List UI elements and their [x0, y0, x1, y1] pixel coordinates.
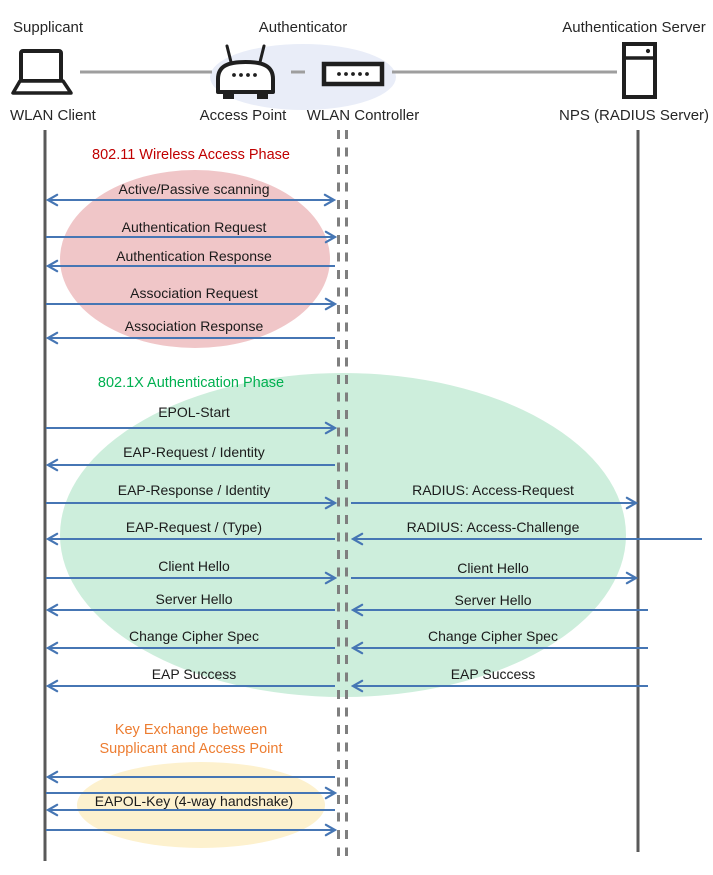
label-radius-access-request: RADIUS: Access-Request [412, 482, 574, 498]
device-wlan-client: WLAN Client [10, 107, 96, 124]
label-client-hello-right: Client Hello [457, 560, 529, 576]
label-server-hello-right: Server Hello [454, 592, 532, 608]
phase1-title: 802.11 Wireless Access Phase [92, 147, 290, 163]
phase2-title: 802.1X Authentication Phase [97, 375, 285, 391]
label-authentication-request: Authentication Request [121, 219, 267, 235]
label-association-response: Association Response [124, 318, 264, 334]
label-server-hello-left: Server Hello [155, 591, 233, 607]
device-access-point: Access Point [199, 107, 287, 124]
device-nps-radius-server: NPS (RADIUS Server) [559, 107, 710, 124]
label-eap-request-type: EAP-Request / (Type) [125, 519, 263, 535]
phase2-ellipse [60, 373, 626, 697]
label-eap-success-right: EAP Success [450, 666, 536, 682]
label-active-passive-scanning: Active/Passive scanning [118, 181, 270, 197]
label-association-request: Association Request [130, 285, 258, 301]
label-client-hello-left: Client Hello [158, 558, 230, 574]
label-change-cipher-spec-left: Change Cipher Spec [129, 628, 259, 644]
phase3-title-line1: Key Exchange between [114, 722, 268, 738]
role-authenticator: Authenticator [258, 19, 348, 36]
server-icon [622, 42, 657, 99]
label-eap-request-identity: EAP-Request / Identity [123, 444, 265, 460]
access-point-icon [216, 44, 275, 99]
label-eap-response-identity: EAP-Response / Identity [117, 482, 271, 498]
label-authentication-response: Authentication Response [116, 248, 272, 264]
role-authentication-server: Authentication Server [562, 19, 706, 36]
label-change-cipher-spec-right: Change Cipher Spec [428, 628, 558, 644]
phase3-title-line2: Supplicant and Access Point [99, 741, 283, 757]
role-supplicant: Supplicant [13, 19, 84, 36]
label-radius-access-challenge: RADIUS: Access-Challenge [406, 519, 580, 535]
label-eap-success-left: EAP Success [151, 666, 237, 682]
label-eapol-key: EAPOL-Key (4-way handshake) [94, 793, 294, 809]
wlan-controller-icon [321, 61, 385, 87]
label-epol-start: EPOL-Start [158, 404, 230, 420]
device-wlan-controller: WLAN Controller [306, 107, 420, 124]
phase3-ellipse [77, 762, 325, 848]
laptop-icon [11, 49, 73, 95]
